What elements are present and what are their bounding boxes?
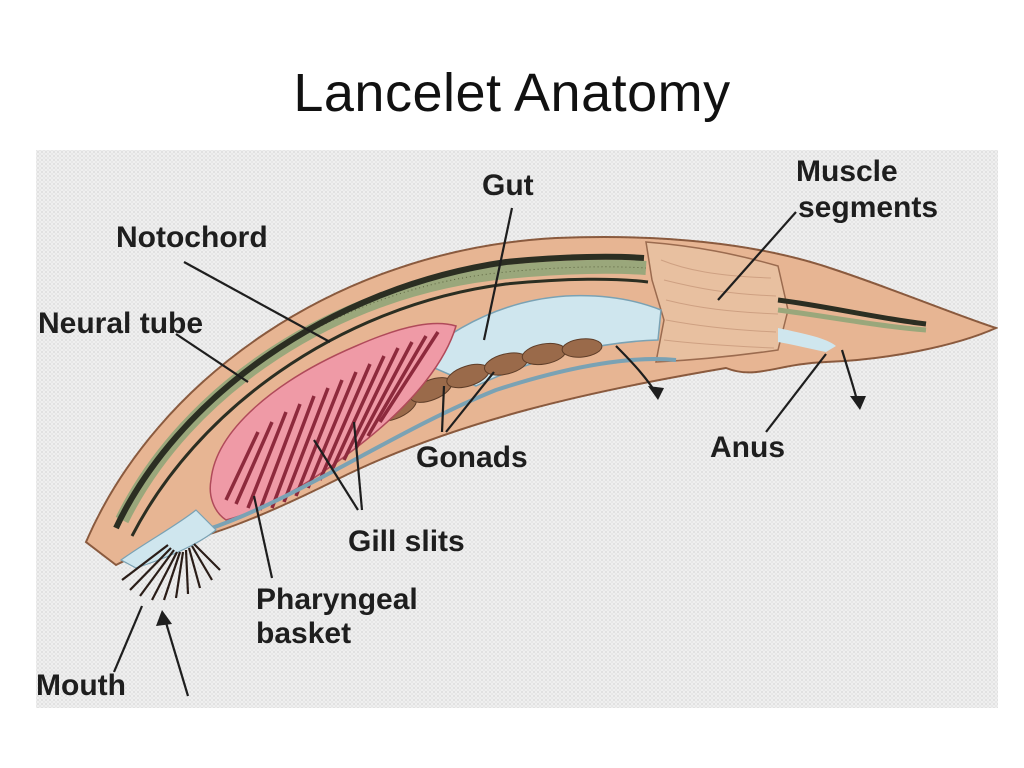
pharyngeal-leader [252,495,274,579]
anus-label: Anus [710,431,785,464]
pharyngeal-basket-label-1: Pharyngeal [256,583,418,616]
notochord-label: Notochord [116,221,268,254]
notochord-rod [113,253,645,530]
anus-leader [765,353,827,433]
lancelet-illustration [84,207,998,697]
lancelet-diagram: Gut Muscle segments Notochord Neural tub… [36,150,998,708]
pharyngeal-basket-label-2: basket [256,617,352,650]
notochord-leader [183,261,331,343]
gill-slits-leader-2 [352,421,364,511]
muscle-segments-label-2: segments [798,191,939,224]
gonads-leader-2 [445,371,495,433]
gill-slit-bars [224,331,440,511]
oral-hood [119,509,217,569]
slide-title: Lancelet Anatomy [293,63,731,123]
mouth-leader [112,605,144,673]
mouth-label: Mouth [36,669,126,702]
neural-tube-label: Neural tube [38,307,204,340]
mouth-cirri [121,543,221,601]
neural-tube-leader [175,333,249,383]
gonads-leader-1 [440,385,446,433]
gut-label: Gut [482,169,534,202]
muscle-leader [717,211,797,301]
gonads-label: Gonads [416,441,528,474]
gut-leader [482,207,514,341]
gill-slits-label: Gill slits [348,525,465,558]
muscle-segments-label-1: Muscle [796,155,898,188]
gill-slits-leader-1 [313,439,359,511]
water-arrow-mouth [162,615,190,697]
